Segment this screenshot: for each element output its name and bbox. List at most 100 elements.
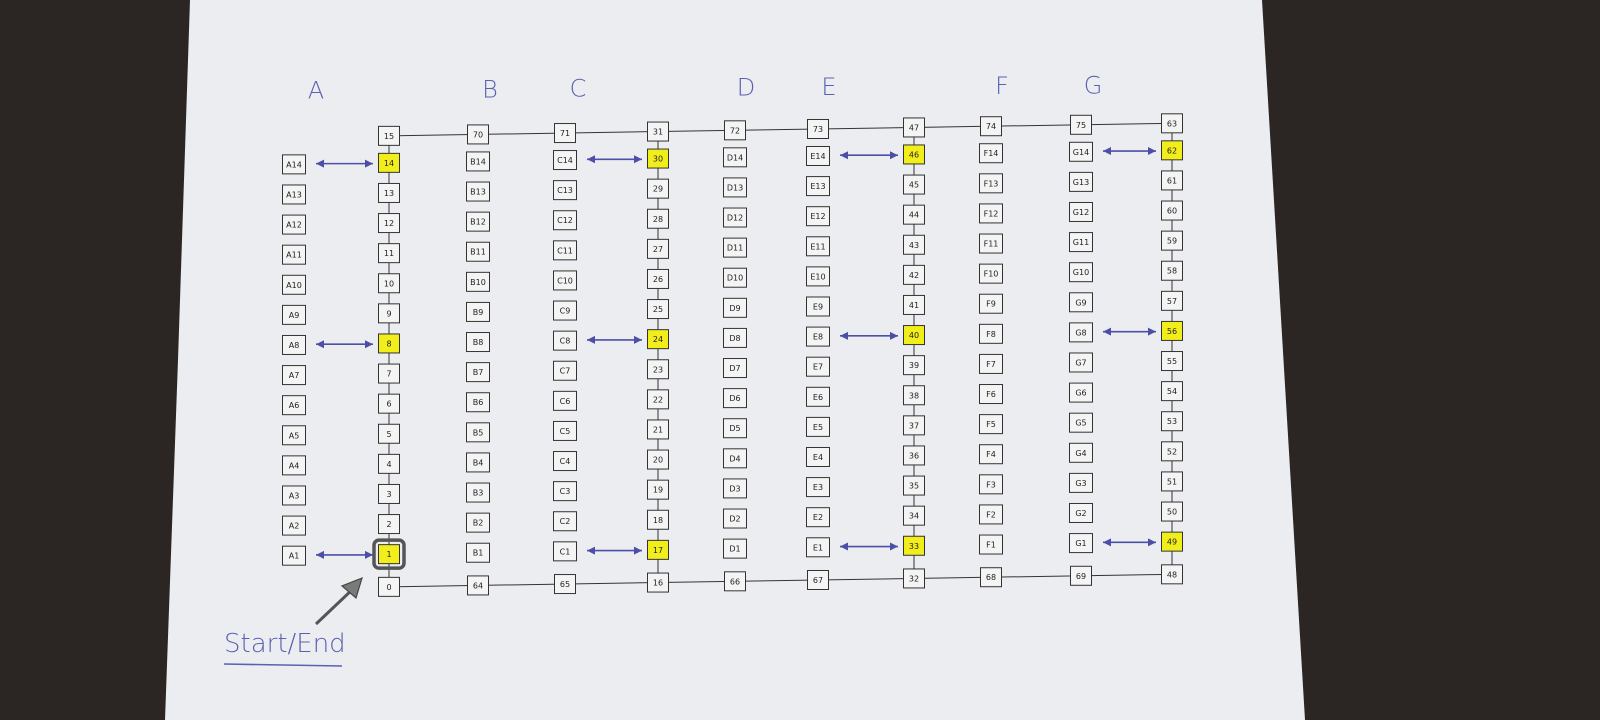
- bin-g8: G8: [1070, 323, 1093, 342]
- bin-b3-label: B3: [473, 489, 484, 498]
- bin-f8-label: F8: [986, 330, 996, 339]
- bin-a6: A6: [283, 396, 306, 415]
- bin-e11-label: E11: [810, 242, 825, 251]
- bin-c13: C13: [554, 181, 577, 200]
- aisle-box-22: 22: [648, 390, 669, 409]
- bin-f7: F7: [980, 354, 1003, 373]
- aisle-box-27: 27: [648, 239, 669, 258]
- bin-d8: D8: [724, 328, 747, 347]
- stop-box-30-label: 30: [653, 155, 663, 164]
- aisle-box-20-label: 20: [653, 456, 663, 465]
- bin-g1: G1: [1070, 534, 1093, 553]
- bin-e10-label: E10: [810, 272, 825, 281]
- bin-d8-label: D8: [729, 334, 740, 343]
- aisle-box-20: 20: [648, 450, 669, 469]
- aisle-box-50-label: 50: [1167, 508, 1177, 517]
- bin-e5: E5: [807, 417, 830, 436]
- aisle-box-42: 42: [904, 265, 925, 284]
- aisle-box-39-label: 39: [909, 361, 919, 370]
- aisle-box-41-label: 41: [909, 301, 919, 310]
- bin-g4-label: G4: [1075, 449, 1086, 458]
- bin-c4-label: C4: [560, 457, 571, 466]
- bin-b14-label: B14: [470, 157, 486, 166]
- bin-c6-label: C6: [560, 397, 571, 406]
- aisle-box-10: 10: [379, 274, 400, 293]
- column-letter-a: A: [308, 76, 324, 104]
- bin-c8: C8: [554, 331, 577, 350]
- aisle-box-51-label: 51: [1167, 477, 1177, 486]
- bin-g5: G5: [1070, 413, 1093, 432]
- bin-a6-label: A6: [289, 401, 300, 410]
- bin-d13: D13: [724, 178, 747, 197]
- bottom-box-0: 0: [379, 577, 400, 596]
- bin-a11-label: A11: [286, 251, 302, 260]
- top-box-72: 72: [725, 121, 746, 140]
- bin-c9-label: C9: [560, 307, 571, 316]
- bottom-box-66: 66: [725, 572, 746, 591]
- column-letter-g: G: [1084, 71, 1103, 99]
- aisle-box-28: 28: [648, 209, 669, 228]
- bin-g11-label: G11: [1073, 238, 1089, 247]
- bin-f10: F10: [980, 264, 1003, 283]
- aisle-box-51: 51: [1162, 472, 1183, 491]
- aisle-box-19: 19: [648, 480, 669, 499]
- bin-c5-label: C5: [560, 427, 571, 436]
- aisle-box-3: 3: [379, 484, 400, 503]
- aisle-box-26-label: 26: [653, 275, 663, 284]
- stop-box-14: 14: [379, 153, 400, 172]
- bin-e7-label: E7: [813, 363, 823, 372]
- bin-f4-label: F4: [986, 450, 996, 459]
- bin-b2-label: B2: [473, 519, 484, 528]
- bin-a5-label: A5: [289, 431, 300, 440]
- bin-g12: G12: [1070, 202, 1093, 221]
- bin-f3-label: F3: [986, 480, 996, 489]
- top-box-75: 75: [1071, 115, 1092, 134]
- bin-e1: E1: [807, 538, 830, 557]
- bin-b7: B7: [467, 363, 490, 382]
- bin-b11: B11: [467, 242, 490, 261]
- top-box-47-label: 47: [909, 123, 919, 132]
- bin-b1-label: B1: [473, 549, 484, 558]
- bin-f5-label: F5: [986, 420, 996, 429]
- aisle-box-53: 53: [1162, 412, 1183, 431]
- aisle-box-61: 61: [1162, 171, 1183, 190]
- aisle-box-2: 2: [379, 515, 400, 534]
- bottom-box-69: 69: [1071, 566, 1092, 585]
- stop-box-62: 62: [1162, 141, 1183, 160]
- bin-g9-label: G9: [1075, 298, 1086, 307]
- bin-c4: C4: [554, 452, 577, 471]
- bin-a2-label: A2: [289, 522, 300, 531]
- bin-g12-label: G12: [1073, 208, 1089, 217]
- bin-c3: C3: [554, 482, 577, 501]
- bin-b2: B2: [467, 513, 490, 532]
- bin-a2: A2: [283, 516, 306, 535]
- bin-e7: E7: [807, 357, 830, 376]
- bin-e13: E13: [807, 177, 830, 196]
- bin-e9-label: E9: [813, 302, 823, 311]
- bin-f9-label: F9: [986, 300, 996, 309]
- aisle-box-44-label: 44: [909, 211, 919, 220]
- bin-e6: E6: [807, 387, 830, 406]
- bin-e4: E4: [807, 447, 830, 466]
- aisle-box-22-label: 22: [653, 395, 663, 404]
- bin-f3: F3: [980, 475, 1003, 494]
- bottom-box-66-label: 66: [730, 577, 740, 586]
- bin-e11: E11: [807, 237, 830, 256]
- aisle-box-36: 36: [904, 446, 925, 465]
- top-box-74-label: 74: [986, 122, 996, 131]
- bin-c11-label: C11: [557, 246, 573, 255]
- bin-d14-label: D14: [727, 153, 743, 162]
- bin-b4-label: B4: [473, 458, 484, 467]
- bin-e6-label: E6: [813, 393, 823, 402]
- bin-c11: C11: [554, 241, 577, 260]
- bin-b8-label: B8: [473, 338, 484, 347]
- bin-f5: F5: [980, 415, 1003, 434]
- bin-a7: A7: [283, 366, 306, 385]
- bin-f1: F1: [980, 535, 1003, 554]
- top-box-15: 15: [379, 126, 400, 145]
- bottom-box-68-label: 68: [986, 573, 996, 582]
- top-box-74: 74: [981, 117, 1002, 136]
- bin-f14: F14: [980, 144, 1003, 163]
- aisle-box-7: 7: [379, 364, 400, 383]
- bottom-box-48: 48: [1162, 565, 1183, 584]
